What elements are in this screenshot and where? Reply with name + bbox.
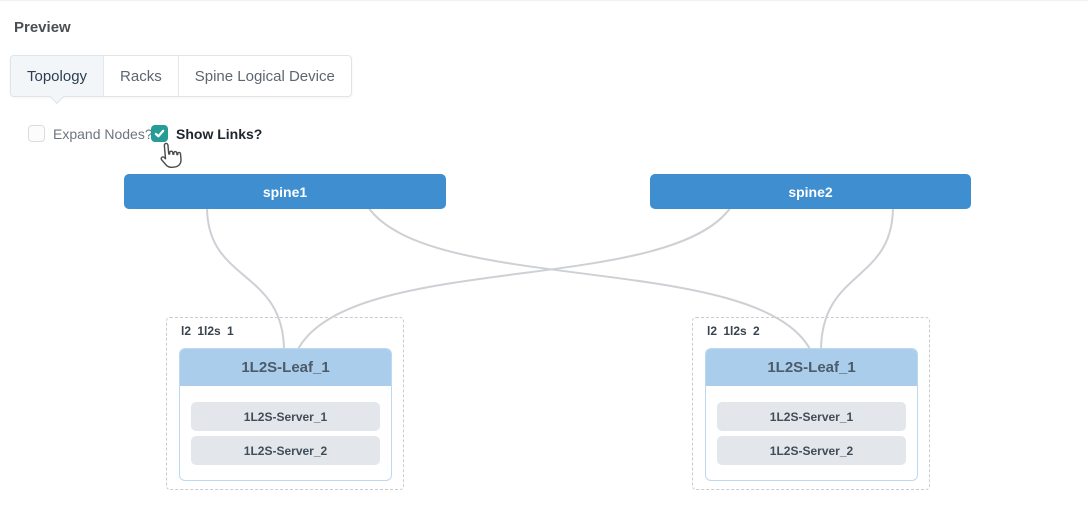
server-node: 1L2S-Server_1 — [191, 402, 380, 431]
rack-container-1: l2 1l2s 1 1L2S-Leaf_1 1L2S-Server_1 1L2S… — [166, 317, 404, 490]
show-links-label: Show Links? — [176, 125, 263, 142]
hand-pointer-icon — [160, 142, 182, 169]
leaf-name: 1L2S-Leaf_1 — [180, 349, 391, 386]
expand-nodes-checkbox[interactable] — [28, 125, 45, 142]
expand-nodes-label: Expand Nodes? — [53, 125, 153, 142]
leaf-name: 1L2S-Leaf_1 — [706, 349, 917, 386]
leaf-body: 1L2S-Server_1 1L2S-Server_2 — [180, 386, 391, 480]
rack-container-2: l2 1l2s 2 1L2S-Leaf_1 1L2S-Server_1 1L2S… — [692, 317, 930, 490]
tab-racks[interactable]: Racks — [103, 56, 178, 96]
tab-spine-logical-device[interactable]: Spine Logical Device — [177, 56, 351, 96]
check-icon — [154, 129, 165, 138]
expand-nodes-control[interactable]: Expand Nodes? — [28, 125, 153, 142]
leaf-node: 1L2S-Leaf_1 1L2S-Server_1 1L2S-Server_2 — [705, 348, 918, 481]
page-title: Preview — [14, 19, 71, 36]
server-node: 1L2S-Server_2 — [717, 436, 906, 465]
spine-node-1: spine1 — [124, 174, 446, 209]
spine-node-2: spine2 — [650, 174, 971, 209]
show-links-control[interactable]: Show Links? — [151, 125, 262, 142]
leaf-node: 1L2S-Leaf_1 1L2S-Server_1 1L2S-Server_2 — [179, 348, 392, 481]
tab-bar: Topology Racks Spine Logical Device — [10, 55, 352, 97]
tab-topology[interactable]: Topology — [11, 56, 104, 96]
server-node: 1L2S-Server_2 — [191, 436, 380, 465]
leaf-body: 1L2S-Server_1 1L2S-Server_2 — [706, 386, 917, 480]
server-node: 1L2S-Server_1 — [717, 402, 906, 431]
rack-label: l2 1l2s 2 — [707, 324, 760, 338]
show-links-checkbox[interactable] — [151, 125, 168, 142]
rack-label: l2 1l2s 1 — [181, 324, 234, 338]
